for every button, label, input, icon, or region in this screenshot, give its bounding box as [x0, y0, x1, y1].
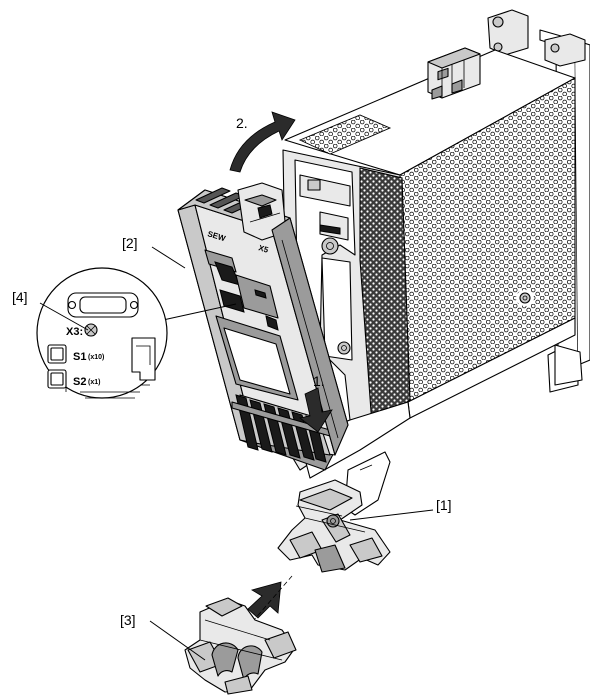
callout-2: [2] — [122, 235, 138, 251]
callout-3: [3] — [120, 612, 136, 628]
bus-connector — [277, 479, 391, 573]
s1-suffix: (x10) — [88, 354, 104, 361]
callout-4: [4] — [12, 289, 28, 305]
x3-label: X3: — [66, 326, 83, 338]
module-port-mark: X5 — [257, 243, 270, 255]
leader-2 — [151, 246, 186, 269]
push-arrow — [299, 387, 333, 433]
leader-3 — [149, 620, 206, 661]
drive-unit — [282, 9, 590, 516]
step-1-label: 1. — [313, 373, 325, 389]
termination-connector — [184, 597, 297, 695]
step-2-label: 2. — [236, 115, 248, 131]
leader-1 — [349, 509, 434, 521]
s2-suffix: (x1) — [88, 379, 100, 386]
detail-magnifier: X3: S1 (x10) S2 (x1) — [36, 267, 237, 399]
plug-in-module: SEW X5 — [177, 182, 349, 471]
s1-label: S1 — [73, 351, 86, 363]
leader-4 — [39, 302, 89, 331]
callout-1: [1] — [436, 497, 452, 513]
rotation-arrow — [229, 111, 296, 173]
s2-label: S2 — [73, 376, 86, 388]
